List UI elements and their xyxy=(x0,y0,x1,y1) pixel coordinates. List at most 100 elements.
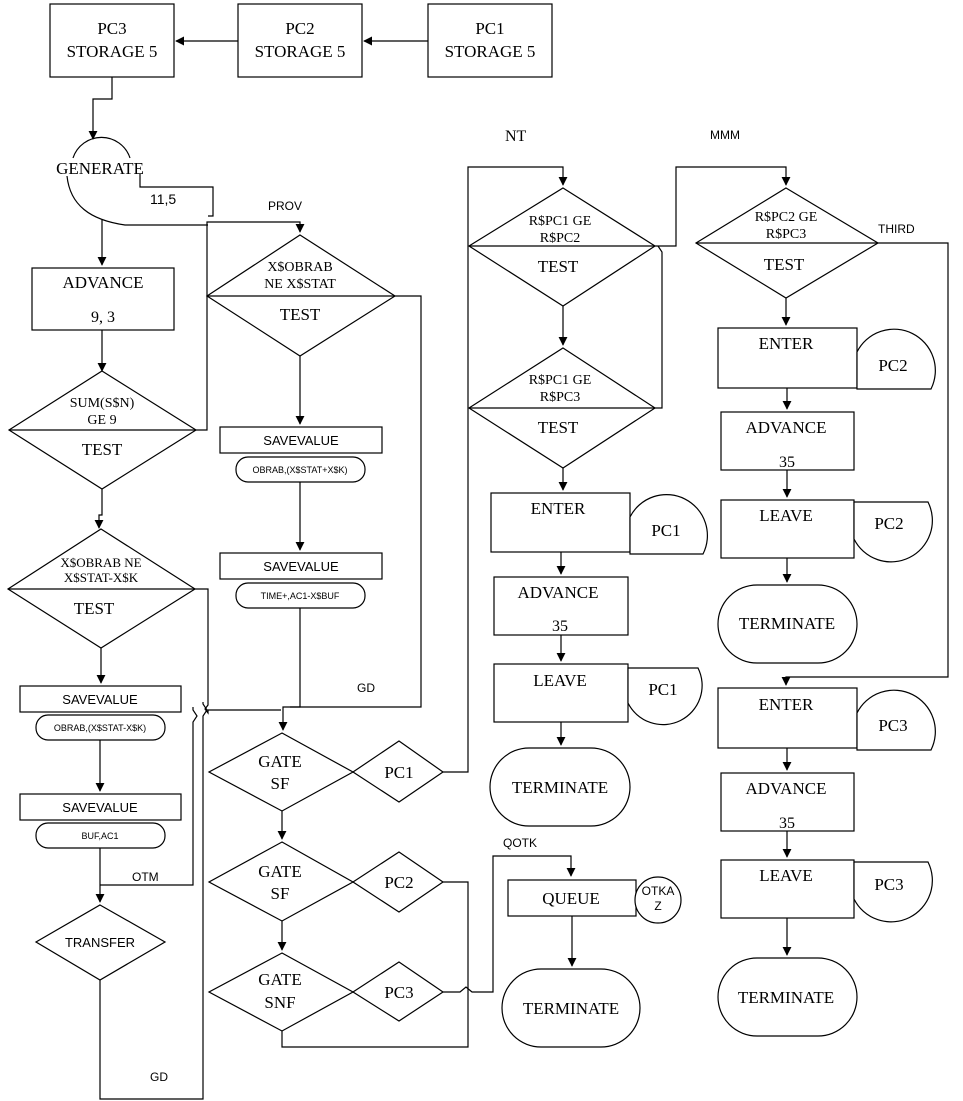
line-test-prov-to-gd xyxy=(290,295,422,708)
savevalue-mid-2-label: SAVEVALUE xyxy=(263,559,339,574)
nt-test-1-cond-2: R$PC2 xyxy=(540,231,580,246)
storage-pc2-name: PC2 xyxy=(285,19,314,38)
savevalue-mid-1-label: SAVEVALUE xyxy=(263,433,339,448)
generate-block: GENERATE 11,5 xyxy=(56,136,214,226)
queue-name-1: OTKA xyxy=(642,884,675,898)
pc1-advance: ADVANCE 35 xyxy=(493,576,629,636)
transfer-label: TRANSFER xyxy=(65,935,135,950)
savevalue-left-1-operand: OBRAB,(X$STAT-X$K) xyxy=(54,723,146,733)
pc1-terminate-label: TERMINATE xyxy=(512,778,608,797)
pc3-terminate: TERMINATE xyxy=(717,957,858,1037)
pc3-leave-device: PC3 xyxy=(874,875,903,894)
test-prov-block: X$OBRAB NE X$STAT TEST xyxy=(205,234,397,357)
savevalue-left-2-label: SAVEVALUE xyxy=(62,800,138,815)
pc2-advance: ADVANCE 35 xyxy=(720,411,855,471)
gate-pc2-line-1: GATE xyxy=(258,862,301,881)
gate-pc1-line-1: GATE xyxy=(258,752,301,771)
pc3-leave-label: LEAVE xyxy=(759,866,813,885)
queue-terminate-label: TERMINATE xyxy=(523,999,619,1018)
queue-name-2: Z xyxy=(654,899,661,913)
pc1-leave-label: LEAVE xyxy=(533,671,587,690)
nt-test-1-label: TEST xyxy=(538,257,579,276)
line-nt-test-2-loop xyxy=(655,245,663,409)
pc2-leave: LEAVE PC2 xyxy=(720,499,933,563)
test-obrab-k-block: X$OBRAB NE X$STAT-X$K TEST xyxy=(6,528,197,649)
pc2-terminate: TERMINATE xyxy=(717,584,858,664)
test-prov-label: TEST xyxy=(280,305,321,324)
label-qotk: QOTK xyxy=(503,836,537,850)
arrow-storage-to-generate xyxy=(88,77,113,140)
savevalue-mid-2: SAVEVALUE TIME+,AC1-X$BUF xyxy=(219,552,383,609)
advance-main-label: ADVANCE xyxy=(63,273,144,292)
storage-pc3-capacity: STORAGE 5 xyxy=(67,42,158,61)
line-gate3-to-qotk xyxy=(443,855,576,993)
pc2-terminate-label: TERMINATE xyxy=(739,614,835,633)
line-nt-to-mmm xyxy=(655,166,791,247)
label-otm: OTM xyxy=(132,870,159,884)
pc3-terminate-label: TERMINATE xyxy=(738,988,834,1007)
mmm-test-cond-2: R$PC3 xyxy=(766,227,806,242)
pc3-advance-operand: 35 xyxy=(779,815,795,832)
storage-pc3-name: PC3 xyxy=(97,19,126,38)
pc1-enter: ENTER PC1 xyxy=(490,492,708,555)
nt-test-2: R$PC1 GE R$PC3 TEST xyxy=(467,347,657,469)
savevalue-mid-2-operand: TIME+,AC1-X$BUF xyxy=(261,591,340,601)
pc1-leave-device: PC1 xyxy=(648,680,677,699)
pc2-enter: ENTER PC2 xyxy=(717,327,936,390)
gate-pc2-line-2: SF xyxy=(271,884,290,903)
line-gate2-gate3-loop xyxy=(281,881,469,1048)
queue-block: QUEUE OTKA Z xyxy=(507,876,682,924)
line-test-k-to-gd xyxy=(195,588,281,715)
pc2-leave-device: PC2 xyxy=(874,514,903,533)
pc2-enter-label: ENTER xyxy=(759,334,814,353)
pc2-advance-operand: 35 xyxy=(779,454,795,471)
storage-pc1-capacity: STORAGE 5 xyxy=(445,42,536,61)
nt-test-1-cond-1: R$PC1 GE xyxy=(529,214,592,229)
pc2-enter-device: PC2 xyxy=(878,356,907,375)
test-sum-cond-2: GE 9 xyxy=(87,413,116,428)
pc3-advance: ADVANCE 35 xyxy=(720,772,855,832)
pc1-terminate: TERMINATE xyxy=(489,747,631,827)
pc1-leave: LEAVE PC1 xyxy=(493,663,703,726)
gate-pc3-line-2: SNF xyxy=(264,993,295,1012)
pc1-enter-device: PC1 xyxy=(651,521,680,540)
line-otm xyxy=(100,707,198,886)
gate-pc2: GATE SF PC2 xyxy=(207,841,445,922)
label-third: THIRD xyxy=(878,222,915,236)
nt-test-2-label: TEST xyxy=(538,418,579,437)
label-prov: PROV xyxy=(268,199,302,213)
gate-pc1-device: PC1 xyxy=(384,763,413,782)
test-k-cond-1: X$OBRAB NE xyxy=(60,555,141,570)
queue-label: QUEUE xyxy=(542,889,600,908)
storage-pc1: PC1 STORAGE 5 xyxy=(427,3,553,78)
arrow-savevalue-to-gate1 xyxy=(278,608,301,731)
pc1-enter-label: ENTER xyxy=(531,499,586,518)
label-mmm: MMM xyxy=(710,128,740,142)
line-mmm-to-third xyxy=(781,242,949,686)
label-nt: NT xyxy=(505,128,527,145)
generate-label: GENERATE xyxy=(56,159,144,178)
pc3-leave: LEAVE PC3 xyxy=(720,859,933,923)
savevalue-mid-1-operand: OBRAB,(X$STAT+X$K) xyxy=(253,465,348,475)
generate-operand: 11,5 xyxy=(150,191,176,207)
savevalue-mid-1: SAVEVALUE OBRAB,(X$STAT+X$K) xyxy=(219,426,383,483)
pc3-advance-label: ADVANCE xyxy=(746,779,827,798)
savevalue-left-1: SAVEVALUE OBRAB,(X$STAT-X$K) xyxy=(19,685,182,741)
gate-pc3-device: PC3 xyxy=(384,983,413,1002)
mmm-test-cond-1: R$PC2 GE xyxy=(755,210,818,225)
storage-pc3: PC3 STORAGE 5 xyxy=(49,3,175,78)
test-prov-cond-2: NE X$STAT xyxy=(264,277,336,292)
test-sum-cond-1: SUM(S$N) xyxy=(70,396,135,411)
gate-pc3-line-1: GATE xyxy=(258,970,301,989)
advance-main-operand: 9, 3 xyxy=(91,309,115,326)
storage-pc2: PC2 STORAGE 5 xyxy=(237,3,363,78)
test-sum-label: TEST xyxy=(82,440,123,459)
label-gd-bottom: GD xyxy=(150,1070,168,1084)
pc3-enter-label: ENTER xyxy=(759,695,814,714)
pc3-enter-device: PC3 xyxy=(878,716,907,735)
nt-test-2-cond-1: R$PC1 GE xyxy=(529,373,592,388)
storage-pc2-capacity: STORAGE 5 xyxy=(255,42,346,61)
advance-main: ADVANCE 9, 3 xyxy=(31,267,175,331)
transfer-block: TRANSFER xyxy=(34,904,167,981)
